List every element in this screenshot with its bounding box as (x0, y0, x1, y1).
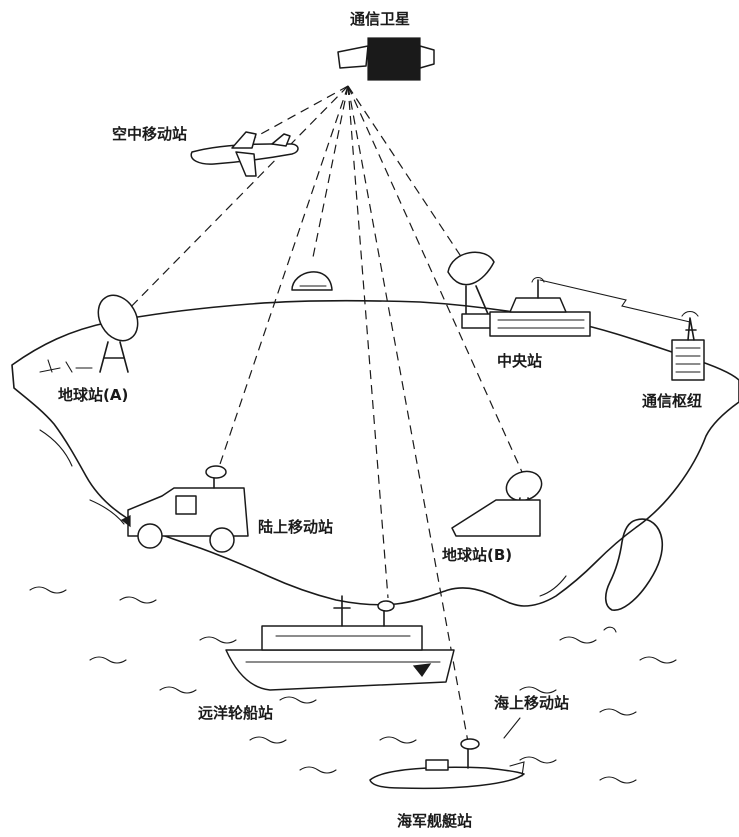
continent-outline (11, 299, 739, 607)
label-central-station: 中央站 (497, 352, 543, 370)
link-central-dome (311, 85, 349, 263)
link-earth-station-b (347, 85, 523, 473)
label-ocean-ship: 远洋轮船站 (198, 704, 274, 722)
building-icon (489, 276, 591, 337)
satellite-icon (337, 37, 435, 81)
link-land-station (217, 85, 349, 471)
building-icon (671, 310, 705, 381)
submarine-icon (369, 738, 525, 790)
dish-antenna-icon (291, 271, 333, 291)
label-sea-station: 海上移动站 (494, 694, 570, 712)
island-outline (604, 518, 664, 611)
dish-antenna-icon (39, 294, 139, 373)
label-satellite: 通信卫星 (350, 10, 411, 28)
label-earth-station-b: 地球站(B) (442, 546, 513, 564)
link-air-station (249, 85, 349, 141)
sea-station-leader (503, 717, 521, 739)
airplane-icon (190, 131, 299, 177)
coast-texture (39, 429, 73, 467)
label-submarine: 海军舰艇站 (397, 812, 473, 830)
ship-icon (225, 595, 455, 691)
label-air-station: 空中移动站 (112, 125, 188, 143)
label-earth-station-a: 地球站(A) (58, 386, 129, 404)
island-islet (603, 626, 617, 633)
link-central-to-hub (539, 279, 691, 323)
sea-waves (29, 586, 677, 784)
label-land-station: 陆上移动站 (258, 518, 334, 536)
link-ocean-ship (347, 85, 389, 599)
dish-antenna-icon (447, 251, 499, 329)
label-comm-hub: 通信枢纽 (642, 392, 703, 410)
coast-texture (539, 575, 567, 597)
link-submarine (347, 85, 469, 743)
dish-antenna-icon (451, 470, 543, 537)
van-icon (120, 465, 249, 553)
coast-texture (89, 499, 125, 525)
link-central-station (347, 85, 463, 259)
satellite-links (119, 85, 523, 743)
link-earth-station-a (119, 85, 349, 319)
